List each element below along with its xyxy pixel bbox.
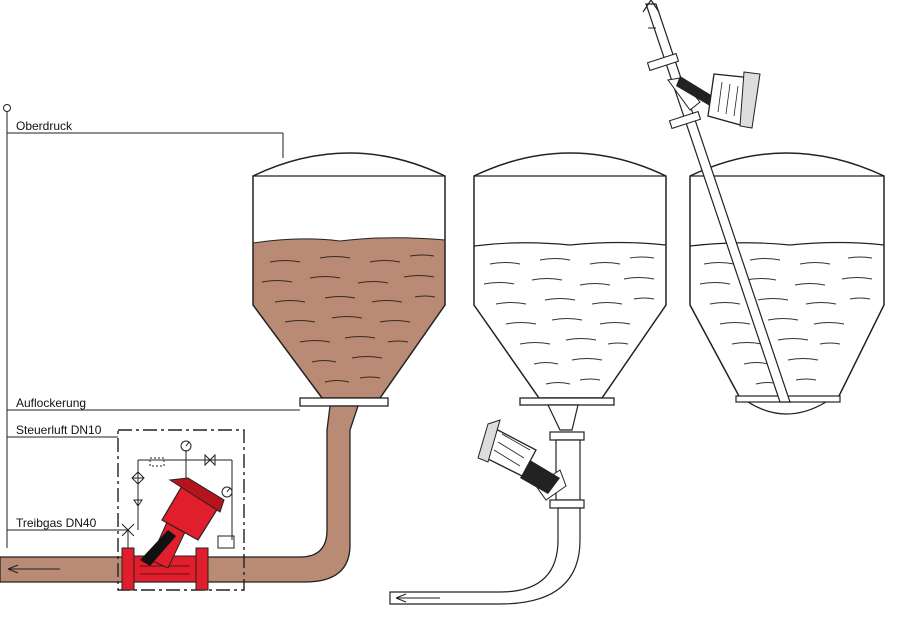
conveying-valve-red bbox=[121, 477, 225, 591]
gauge-icon-2 bbox=[221, 486, 233, 498]
silo-right bbox=[642, 0, 885, 415]
silo-middle bbox=[389, 152, 667, 605]
gauge-icon bbox=[180, 440, 192, 452]
silo-filled bbox=[0, 152, 446, 583]
label-oberdruck: Oberdruck bbox=[16, 119, 73, 133]
label-treibgas: Treibgas DN40 bbox=[16, 516, 97, 530]
valve-middle bbox=[477, 419, 567, 501]
supply-lines bbox=[3, 104, 300, 548]
label-steuerluft: Steuerluft DN10 bbox=[16, 423, 102, 437]
suction-lance bbox=[642, 0, 791, 403]
label-auflockerung: Auflockerung bbox=[16, 396, 87, 410]
valve-control-box bbox=[117, 429, 245, 591]
pressure-source-icon bbox=[3, 104, 11, 112]
